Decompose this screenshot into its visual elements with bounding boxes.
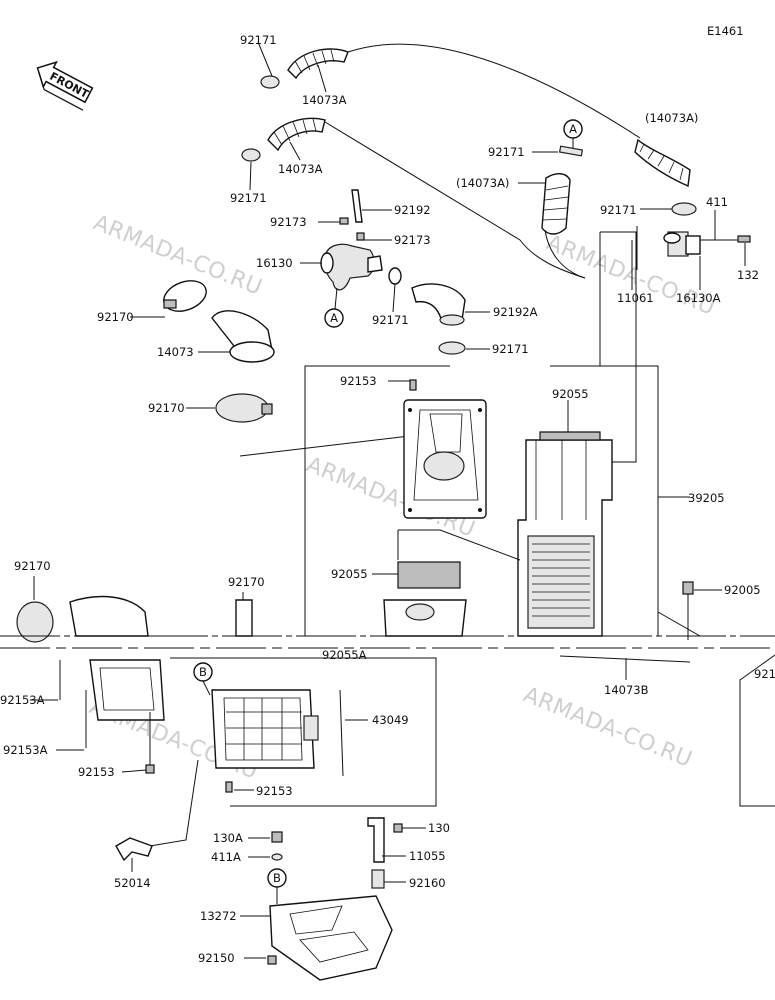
part-92153a-b[interactable]: 92153A — [3, 743, 48, 757]
part-92055-mid[interactable]: 92055 — [331, 567, 368, 581]
hose-14073a-top — [260, 43, 641, 139]
part-92171-valve[interactable]: 92171 — [372, 313, 409, 327]
part-14073a-mid[interactable]: 14073A — [278, 162, 323, 176]
frame-right-edge — [739, 654, 775, 807]
part-39205[interactable]: 39205 — [688, 491, 725, 505]
part-16130a[interactable]: 16130A — [676, 291, 721, 305]
part-14073a-top[interactable]: 14073A — [302, 93, 347, 107]
part-43049[interactable]: 43049 — [372, 713, 409, 727]
duct-14073 — [163, 280, 275, 423]
part-92173-b[interactable]: 92173 — [394, 233, 431, 247]
part-132[interactable]: 132 — [737, 268, 759, 282]
part-92170-b[interactable]: 92170 — [148, 401, 185, 415]
part-92153a-a[interactable]: 92153A — [0, 693, 45, 707]
part-14073b[interactable]: 14073B — [604, 683, 649, 697]
part-92171-clamp[interactable]: 92171 — [492, 342, 529, 356]
part-92170-a[interactable]: 92170 — [97, 310, 134, 324]
part-14073a-paren-center[interactable]: (14073A) — [456, 176, 509, 190]
part-13272[interactable]: 13272 — [200, 909, 237, 923]
part-92150[interactable]: 92150 — [198, 951, 235, 965]
part-16130[interactable]: 16130 — [256, 256, 293, 270]
part-92192a[interactable]: 92192A — [493, 305, 538, 319]
part-92153-a[interactable]: 92153 — [78, 765, 115, 779]
bracket-11055 — [367, 817, 403, 889]
part-92171-left3[interactable]: 92171 — [230, 191, 267, 205]
part-92171-top[interactable]: 92171 — [240, 33, 277, 47]
ref-marker-a-top: A — [569, 122, 577, 136]
gasket-92055 — [383, 529, 521, 637]
diagram-code: E1461 — [707, 24, 744, 38]
part-92055-low[interactable]: 92055A — [322, 648, 367, 662]
hose-14073a-right — [634, 138, 697, 216]
part-92192[interactable]: 92192 — [394, 203, 431, 217]
intercooler — [517, 431, 613, 637]
part-92170-left[interactable]: 92170 — [14, 559, 51, 573]
frame-lines — [304, 231, 701, 637]
ref-marker-b-top: B — [199, 665, 207, 679]
valve-16130: A — [320, 189, 402, 328]
plug-92005 — [682, 581, 694, 640]
part-92171-center[interactable]: 92171 — [488, 145, 525, 159]
ref-marker-a-valve: A — [330, 311, 338, 325]
part-921-edge[interactable]: 921 — [754, 667, 775, 681]
part-130[interactable]: 130 — [428, 821, 450, 835]
part-52014[interactable]: 52014 — [114, 876, 151, 890]
duct-left-92170 — [16, 595, 253, 643]
ref-marker-b-bottom: B — [273, 871, 281, 885]
part-11055[interactable]: 11055 — [409, 849, 446, 863]
part-411-top[interactable]: 411 — [706, 195, 728, 209]
part-130a[interactable]: 130A — [213, 831, 243, 845]
part-92170-mid[interactable]: 92170 — [228, 575, 265, 589]
reed-valve-43049: B — [149, 657, 437, 847]
bolt-130a: B — [267, 831, 287, 904]
valve-16130a — [636, 226, 751, 270]
part-92171-right[interactable]: 92171 — [600, 203, 637, 217]
hose-14073a-center: A — [541, 119, 586, 279]
plate-13272 — [267, 895, 393, 981]
part-411a[interactable]: 411A — [211, 850, 241, 864]
break-line — [0, 635, 775, 649]
part-92055-top[interactable]: 92055 — [552, 387, 589, 401]
part-92005[interactable]: 92005 — [724, 583, 761, 597]
bracket-lower-left — [59, 659, 165, 774]
part-92173-a[interactable]: 92173 — [270, 215, 307, 229]
front-arrow-icon: FRONT — [36, 60, 94, 111]
part-11061[interactable]: 11061 — [617, 291, 654, 305]
fitting-52014 — [115, 837, 153, 872]
cover-plate — [403, 379, 487, 519]
hose-14073a-mid — [241, 117, 586, 279]
part-14073[interactable]: 14073 — [157, 345, 194, 359]
part-92160[interactable]: 92160 — [409, 876, 446, 890]
part-92153-top[interactable]: 92153 — [340, 374, 377, 388]
part-92153-b[interactable]: 92153 — [256, 784, 293, 798]
hose-92192a — [411, 283, 466, 355]
part-14073a-paren-right[interactable]: (14073A) — [645, 111, 698, 125]
